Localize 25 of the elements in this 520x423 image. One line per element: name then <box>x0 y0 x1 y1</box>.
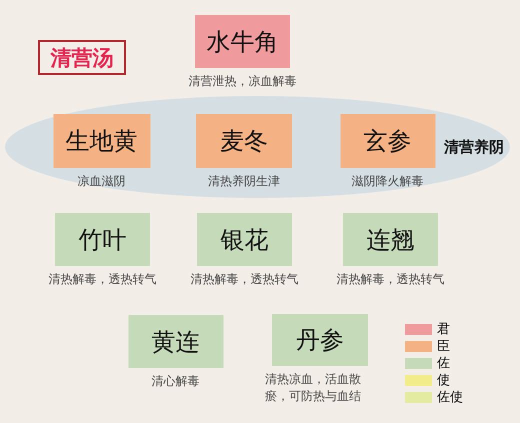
herb-box: 银花 <box>197 213 292 266</box>
group-heading: 清营养阴 <box>444 138 504 156</box>
legend-label: 臣 <box>437 339 450 354</box>
herb-box: 水牛角 <box>195 15 290 68</box>
effect-label: 清热解毒，透热转气 <box>190 271 298 288</box>
title: 清营汤 <box>38 40 126 75</box>
herb-box: 玄参 <box>340 114 435 168</box>
effect-label: 清热养阴生津 <box>208 173 280 190</box>
effect-label: 清心解毒 <box>152 373 200 390</box>
herb-box: 连翘 <box>343 213 438 266</box>
herb-box: 竹叶 <box>55 213 150 266</box>
legend-label: 君 <box>437 322 450 337</box>
herb-box: 黄连 <box>128 315 223 368</box>
effect-label: 清热凉血，活血散瘀，可防热与血结 <box>265 371 362 405</box>
herb-box: 丹参 <box>272 314 368 366</box>
legend-label: 佐 <box>437 356 450 371</box>
herb-box: 生地黄 <box>53 114 150 168</box>
effect-label: 清营泄热，凉血解毒 <box>188 73 296 90</box>
herb-box: 麦冬 <box>196 114 292 168</box>
effect-label: 清热解毒，透热转气 <box>336 271 444 288</box>
legend-label: 佐使 <box>437 390 463 405</box>
effect-label: 凉血滋阴 <box>78 173 126 190</box>
effect-label: 清热解毒，透热转气 <box>48 271 156 288</box>
legend-label: 使 <box>437 373 450 388</box>
effect-label: 滋阴降火解毒 <box>352 173 424 190</box>
